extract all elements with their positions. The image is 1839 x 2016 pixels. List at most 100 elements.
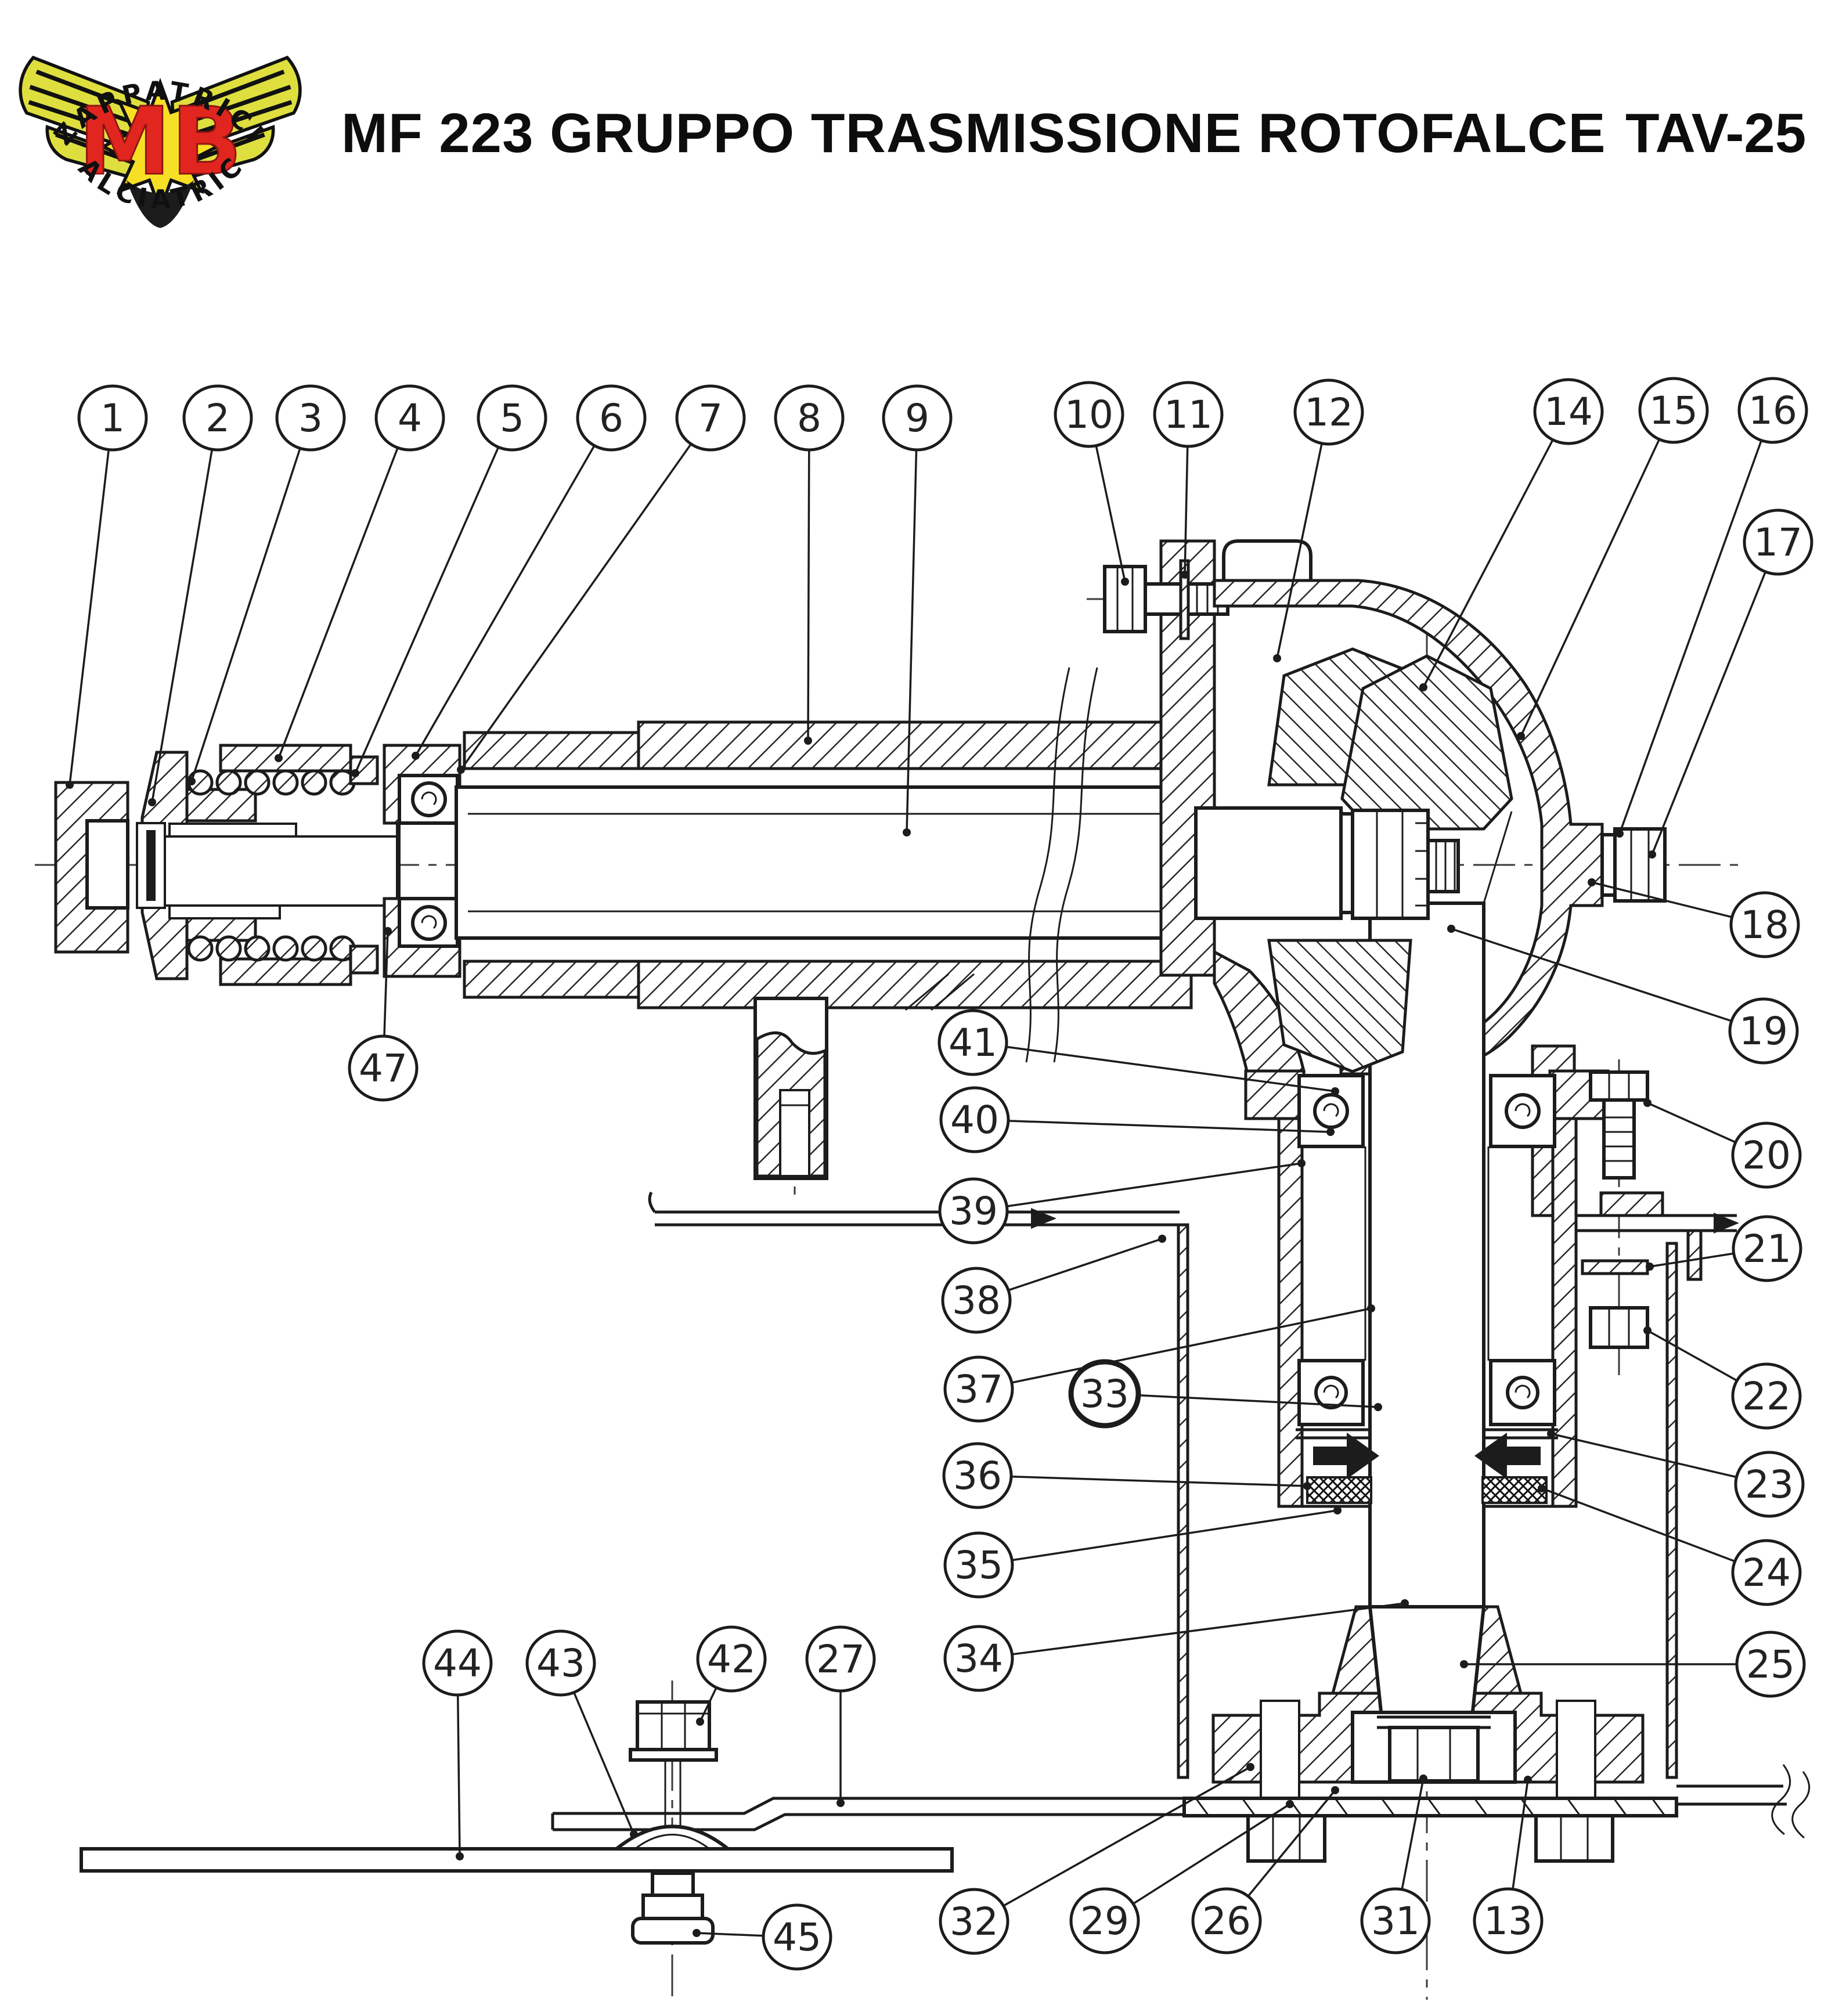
callout-31: 31 xyxy=(1360,1775,1431,1954)
svg-text:41: 41 xyxy=(949,1020,997,1065)
callout-36: 36 xyxy=(942,1442,1311,1509)
callout-34: 34 xyxy=(943,1599,1409,1692)
callout-44: 44 xyxy=(422,1629,493,1860)
callout-9: 9 xyxy=(882,384,953,836)
callout-45: 45 xyxy=(693,1903,832,1971)
hub-and-blade-assembly xyxy=(80,1605,1811,1945)
callout-18: 18 xyxy=(1588,878,1800,958)
svg-text:13: 13 xyxy=(1484,1899,1532,1943)
svg-text:27: 27 xyxy=(816,1637,865,1682)
wing-left-art xyxy=(19,55,150,183)
callout-12: 12 xyxy=(1273,378,1364,662)
callout-5: 5 xyxy=(351,384,547,777)
callout-38: 38 xyxy=(941,1235,1166,1334)
callout-41: 41 xyxy=(937,1009,1339,1095)
svg-text:10: 10 xyxy=(1065,392,1113,437)
callout-1: 1 xyxy=(66,384,148,789)
svg-text:22: 22 xyxy=(1742,1374,1791,1419)
svg-text:26: 26 xyxy=(1202,1899,1251,1943)
callout-29: 29 xyxy=(1069,1800,1294,1954)
svg-text:45: 45 xyxy=(773,1915,821,1960)
callout-11: 11 xyxy=(1153,381,1224,579)
svg-text:35: 35 xyxy=(954,1543,1003,1588)
callout-39: 39 xyxy=(938,1159,1306,1245)
callout-37: 37 xyxy=(943,1304,1375,1423)
svg-text:14: 14 xyxy=(1544,390,1593,434)
logo-monogram: MB xyxy=(78,87,243,196)
svg-text:3: 3 xyxy=(298,396,323,441)
svg-text:20: 20 xyxy=(1742,1133,1791,1178)
callout-2: 2 xyxy=(148,384,253,806)
callout-17: 17 xyxy=(1648,508,1813,859)
svg-text:7: 7 xyxy=(698,396,723,441)
callout-8: 8 xyxy=(774,384,845,745)
callout-10: 10 xyxy=(1054,381,1129,586)
svg-text:1: 1 xyxy=(100,396,125,441)
flame-burst-art xyxy=(99,78,221,215)
callout-42: 42 xyxy=(696,1625,767,1726)
svg-text:33: 33 xyxy=(1080,1372,1129,1416)
gearbox-housing xyxy=(1103,539,1667,1639)
svg-text:39: 39 xyxy=(949,1189,998,1234)
svg-text:23: 23 xyxy=(1745,1462,1794,1507)
svg-text:2: 2 xyxy=(205,396,230,441)
input-shaft-assembly xyxy=(54,667,1198,1180)
callout-13: 13 xyxy=(1473,1776,1544,1954)
svg-text:11: 11 xyxy=(1164,392,1213,437)
svg-text:31: 31 xyxy=(1371,1899,1420,1943)
callout-26: 26 xyxy=(1191,1786,1339,1954)
spring-coils xyxy=(187,769,356,962)
page-title: MF 223 GRUPPO TRASMISSIONE ROTOFALCE xyxy=(341,102,1606,164)
callout-33: 33 xyxy=(1068,1359,1382,1429)
svg-text:12: 12 xyxy=(1304,390,1353,435)
callout-21: 21 xyxy=(1646,1215,1802,1282)
svg-text:25: 25 xyxy=(1746,1642,1795,1687)
callout-32: 32 xyxy=(939,1763,1254,1955)
svg-text:8: 8 xyxy=(797,396,821,441)
svg-text:38: 38 xyxy=(952,1278,1001,1323)
svg-text:6: 6 xyxy=(599,396,623,441)
callout-19: 19 xyxy=(1447,925,1799,1065)
callout-23: 23 xyxy=(1547,1430,1805,1518)
callout-15: 15 xyxy=(1517,377,1709,740)
svg-text:32: 32 xyxy=(950,1899,998,1944)
svg-text:43: 43 xyxy=(536,1641,585,1686)
callout-25: 25 xyxy=(1460,1631,1806,1698)
svg-text:19: 19 xyxy=(1739,1009,1788,1054)
callout-16: 16 xyxy=(1616,377,1808,838)
svg-text:15: 15 xyxy=(1649,388,1698,433)
svg-text:37: 37 xyxy=(954,1367,1003,1412)
callout-43: 43 xyxy=(525,1629,638,1838)
callout-6: 6 xyxy=(412,384,647,760)
svg-text:40: 40 xyxy=(950,1098,999,1142)
callout-24: 24 xyxy=(1538,1484,1802,1606)
shield-cup xyxy=(1177,1223,1678,1779)
callout-4: 4 xyxy=(275,384,445,762)
svg-text:44: 44 xyxy=(433,1641,482,1686)
callout-7: 7 xyxy=(457,384,746,774)
svg-text:42: 42 xyxy=(707,1637,756,1682)
svg-text:17: 17 xyxy=(1754,520,1802,565)
callout-47: 47 xyxy=(348,927,419,1102)
svg-text:4: 4 xyxy=(398,396,422,441)
tail-art xyxy=(127,180,194,228)
brand-logo: MB ZAPPATRICI FALCIATRICI xyxy=(0,0,312,228)
svg-text:34: 34 xyxy=(954,1636,1003,1681)
callout-20: 20 xyxy=(1643,1099,1802,1189)
svg-text:29: 29 xyxy=(1080,1899,1129,1943)
svg-text:5: 5 xyxy=(500,396,524,441)
callout-35: 35 xyxy=(943,1506,1342,1599)
svg-text:18: 18 xyxy=(1740,903,1789,947)
svg-text:47: 47 xyxy=(359,1046,408,1091)
callout-3: 3 xyxy=(187,384,346,785)
callout-22: 22 xyxy=(1643,1326,1802,1430)
svg-text:9: 9 xyxy=(905,396,929,441)
svg-text:16: 16 xyxy=(1748,388,1797,433)
callout-14: 14 xyxy=(1419,378,1604,691)
vertical-shaft-housing xyxy=(1244,1069,1664,1508)
svg-text:24: 24 xyxy=(1742,1550,1791,1595)
callout-40: 40 xyxy=(939,1086,1335,1153)
